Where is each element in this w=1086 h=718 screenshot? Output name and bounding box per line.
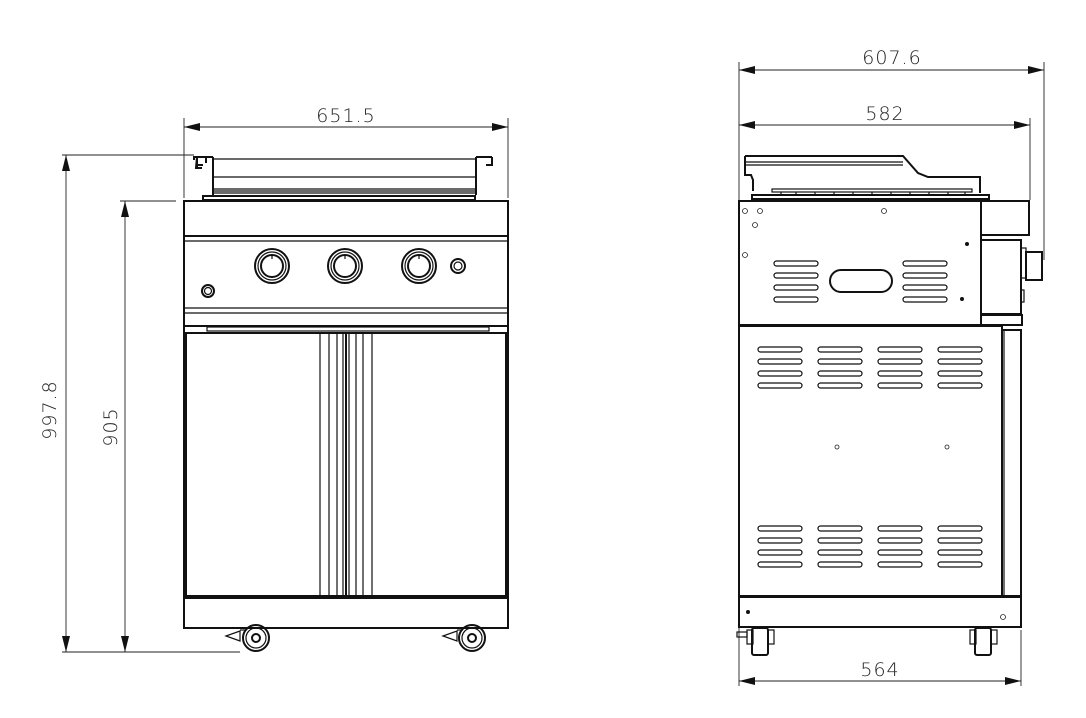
dim-label-607-6: 607.6 (862, 47, 921, 69)
control-panel (183, 200, 509, 327)
base-frame-side (738, 596, 1022, 628)
dim-label-651-5: 651.5 (316, 105, 375, 127)
ignition-button[interactable] (450, 258, 466, 274)
front-view: 651.5 997.8 905 (39, 105, 509, 653)
caster-side-right (969, 627, 998, 656)
dim-label-905: 905 (100, 407, 122, 446)
control-knob-1[interactable] (254, 248, 290, 284)
handle-slot (829, 269, 893, 293)
vent-slots-upper-left (773, 260, 819, 303)
indicator-button[interactable] (201, 284, 215, 298)
control-knob-2[interactable] (327, 248, 363, 284)
dim-label-997-8: 997.8 (39, 380, 61, 439)
control-knob-3[interactable] (401, 248, 437, 284)
dim-label-564: 564 (860, 659, 899, 681)
caster-left (224, 624, 270, 652)
dimension-width-front: 651.5 (183, 105, 509, 198)
dimension-total-height: 997.8 (39, 154, 240, 653)
cabinet-side (738, 325, 1022, 597)
side-view: 607.6 582 564 (736, 47, 1045, 686)
caster-right (441, 624, 486, 652)
door-handle-left[interactable] (319, 333, 344, 596)
upper-housing-side (738, 200, 1043, 326)
dimension-overall-depth: 607.6 (738, 47, 1045, 260)
vent-slots-cabinet-top (757, 346, 983, 389)
dimension-base-depth: 564 (738, 620, 1022, 686)
vent-slots-cabinet-bottom (757, 525, 983, 568)
vent-slots-upper-right (902, 260, 948, 303)
cabinet (183, 325, 509, 599)
door-handle-right[interactable] (348, 333, 373, 596)
dim-label-582: 582 (865, 103, 904, 125)
griddle-top (193, 156, 493, 201)
dimension-top-depth: 582 (739, 103, 1031, 200)
caster-side-left (736, 627, 775, 656)
dimension-body-height: 905 (100, 200, 176, 653)
base-frame (183, 597, 509, 629)
griddle-lid-side (744, 155, 990, 200)
